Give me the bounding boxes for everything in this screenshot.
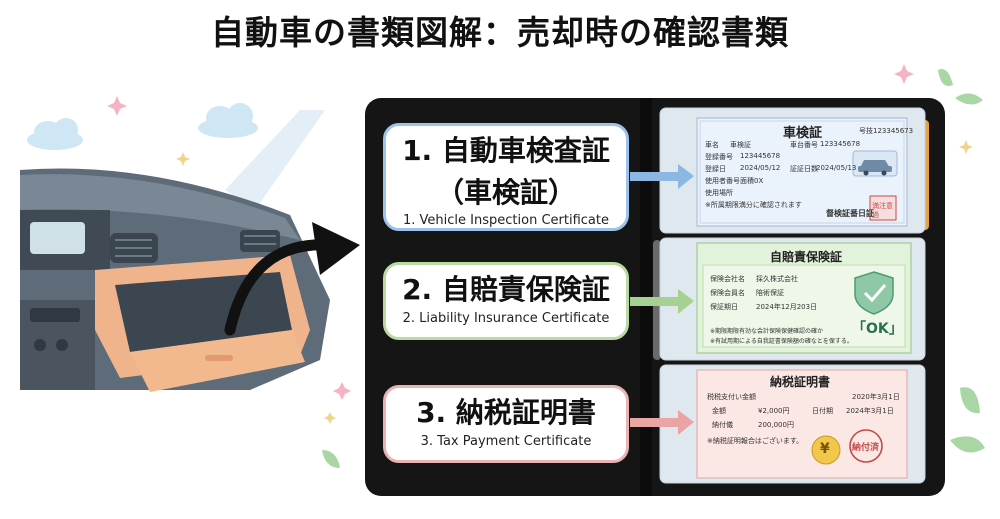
sparkle-icon (176, 140, 973, 424)
jibaiseki-note: ※有試用期による自我証書保険額の確なとを保する。 (710, 338, 853, 345)
nouzei-cell: 200,000円 (758, 421, 794, 429)
label-sub-2: 2. Liability Insurance Certificate (402, 310, 610, 326)
shaken-footer: 督検証番日証 (826, 209, 874, 218)
shaken-stamp: 満注意過 (872, 202, 893, 219)
shaken-cell: 123345678 (820, 140, 861, 148)
ok-label: 「OK」 (852, 321, 903, 337)
nouzei-title: 納税証明書 (770, 375, 831, 389)
label-main-1a: 1. 自動車検査証 (402, 134, 610, 167)
jibaiseki-cell: 保険会員名 (710, 289, 745, 297)
shaken-title: 車検証 (783, 126, 823, 141)
shield-check-icon (854, 271, 894, 315)
nouzei-cell: 2024年3月1日 (846, 407, 894, 415)
yen-symbol: ¥ (820, 441, 830, 457)
nouzei-note: ※納税証明報合はございます。 (707, 437, 804, 445)
arrow-to-shaken (630, 164, 694, 189)
jibaiseki-cell: 2024年12月203日 (756, 303, 818, 311)
sparkle-icon (107, 64, 914, 400)
jibaiseki-cell: 保険会社名 (710, 275, 745, 283)
shaken-cell: 登録番号 (705, 153, 733, 161)
label-main-3: 3. 納税証明書 (416, 396, 596, 429)
arrow-to-nouzei (630, 410, 694, 435)
label-main-1b: （車検証） (435, 175, 576, 209)
nouzei-stamp: 納付済 (852, 443, 880, 453)
nouzei-date: 2020年3月1日 (852, 393, 900, 401)
nouzei-cell: 金額 (712, 407, 726, 415)
shaken-cell: 123445678 (740, 152, 781, 160)
page-title: 自動車の書類図解：売却時の確認書類 (211, 13, 789, 52)
nouzei-cell: 納付儀 (712, 421, 733, 429)
cloud-icon (198, 103, 258, 138)
jibaiseki-cell: 陪術保証 (756, 289, 784, 297)
label-liability-insurance: 2. 自賠責保険証 2. Liability Insurance Certifi… (383, 262, 629, 340)
label-tax-payment: 3. 納税証明書 3. Tax Payment Certificate (383, 385, 629, 463)
jibaiseki-cell: 採久株式会社 (756, 275, 798, 283)
jibaiseki-note: ※期限期限有効な会計保険保健確認の確か (710, 328, 824, 335)
shaken-cell: 2024/05/13 (816, 164, 857, 172)
shaken-cell: 面積0X (740, 177, 764, 185)
shaken-cell: 2024/05/12 (740, 164, 781, 172)
shaken-cell: 証証日数 (790, 165, 818, 173)
shaken-number: 号技123345673 (859, 127, 914, 135)
nouzei-cell: ¥2,000円 (758, 407, 790, 415)
jibaiseki-title: 自賠責保険証 (770, 250, 843, 264)
nouzei-subtitle: 税税支付い金額 (707, 393, 756, 401)
shaken-cell: 登録日 (705, 165, 726, 173)
label-sub-3: 3. Tax Payment Certificate (420, 433, 592, 449)
label-main-2: 2. 自賠責保険証 (402, 273, 610, 306)
nouzei-cell: 日付期 (812, 407, 833, 415)
car-icon (852, 150, 898, 177)
shaken-note: ※所属期限満分に確認されます (705, 201, 802, 209)
coin-icon (811, 435, 841, 465)
cloud-icon (27, 118, 83, 150)
label-sub-1: 1. Vehicle Inspection Certificate (403, 213, 609, 229)
shaken-cell: 使用者番号 (705, 177, 740, 185)
jibaiseki-cell: 保証期日 (710, 303, 738, 311)
arrow-to-jibaiseki (630, 289, 694, 314)
shaken-cell: 車検証 (730, 141, 751, 149)
shaken-cell: 車台番号 (790, 141, 818, 149)
leaf-icon (322, 69, 985, 468)
shaken-cell: 使用場所 (705, 189, 733, 197)
shaken-cell: 車名 (705, 141, 719, 149)
label-vehicle-inspection: 1. 自動車検査証 （車検証） 1. Vehicle Inspection Ce… (383, 123, 629, 231)
